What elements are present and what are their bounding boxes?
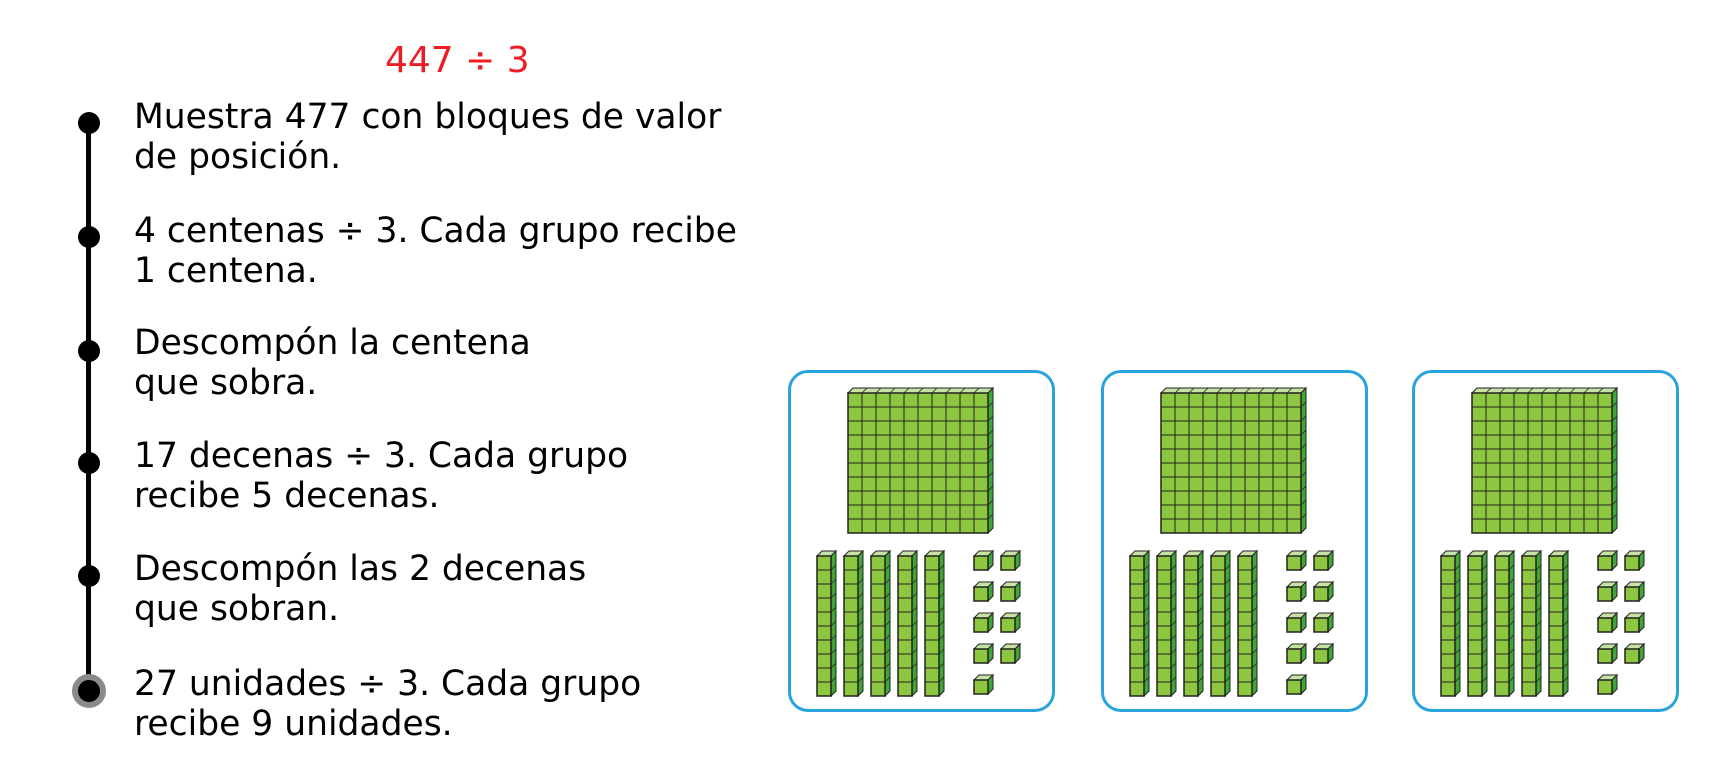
ten-rod <box>923 549 946 698</box>
timeline-line <box>86 123 91 691</box>
unit-cube <box>999 642 1022 665</box>
unit-cube <box>1623 642 1646 665</box>
timeline-step-2-dot[interactable] <box>78 226 100 248</box>
step-line: que sobran. <box>134 589 340 629</box>
step-line: recibe 9 unidades. <box>134 704 453 744</box>
unit-cube <box>972 580 995 603</box>
unit-cube <box>972 642 995 665</box>
ten-rod <box>1182 549 1205 698</box>
hundred-flat <box>1159 386 1308 535</box>
ten-rod <box>1493 549 1516 698</box>
group-1-box <box>788 370 1055 712</box>
unit-cube <box>1312 580 1335 603</box>
hundred-flat <box>1470 386 1619 535</box>
timeline-step-4-dot[interactable] <box>78 452 100 474</box>
step-line: que sobra. <box>134 363 318 403</box>
unit-cube <box>1312 611 1335 634</box>
ten-rod <box>1547 549 1570 698</box>
step-line: Descompón la centena <box>134 323 531 363</box>
unit-cube <box>1596 673 1619 696</box>
unit-cube <box>1623 611 1646 634</box>
ten-rod <box>1155 549 1178 698</box>
step-line: recibe 5 decenas. <box>134 476 440 516</box>
problem-title: 447 ÷ 3 <box>385 40 530 81</box>
unit-cube <box>999 549 1022 572</box>
unit-cube <box>1312 642 1335 665</box>
unit-cube <box>999 611 1022 634</box>
hundred-flat <box>846 386 995 535</box>
ten-rod <box>815 549 838 698</box>
unit-cube <box>1596 549 1619 572</box>
base-ten-blocks <box>815 386 1022 698</box>
ten-rod <box>869 549 892 698</box>
step-line: de posición. <box>134 137 342 177</box>
group-2-box <box>1101 370 1368 712</box>
base-ten-blocks <box>1128 386 1335 698</box>
unit-cube <box>1285 673 1308 696</box>
ten-rod <box>1209 549 1232 698</box>
group-3-box <box>1412 370 1679 712</box>
timeline-step-3-dot[interactable] <box>78 340 100 362</box>
base-ten-blocks <box>1439 386 1646 698</box>
timeline-step-6-dot-current[interactable] <box>72 674 106 708</box>
unit-cube <box>1285 549 1308 572</box>
step-line: 1 centena. <box>134 251 318 291</box>
unit-cube <box>1596 642 1619 665</box>
unit-cube <box>972 673 995 696</box>
timeline-step-5-dot[interactable] <box>78 565 100 587</box>
unit-cube <box>1623 580 1646 603</box>
step-line: 4 centenas ÷ 3. Cada grupo recibe <box>134 211 737 251</box>
unit-cube <box>1596 611 1619 634</box>
unit-cube <box>1312 549 1335 572</box>
unit-cube <box>1596 580 1619 603</box>
unit-cube <box>1623 549 1646 572</box>
step-line: 17 decenas ÷ 3. Cada grupo <box>134 436 629 476</box>
ten-rod <box>1466 549 1489 698</box>
step-line: 27 unidades ÷ 3. Cada grupo <box>134 664 642 704</box>
step-line: Descompón las 2 decenas <box>134 549 587 589</box>
ten-rod <box>842 549 865 698</box>
ten-rod <box>1128 549 1151 698</box>
ten-rod <box>1439 549 1462 698</box>
unit-cube <box>999 580 1022 603</box>
unit-cube <box>1285 642 1308 665</box>
timeline-step-1-dot[interactable] <box>78 112 100 134</box>
unit-cube <box>972 611 995 634</box>
ten-rod <box>896 549 919 698</box>
step-line: Muestra 477 con bloques de valor <box>134 97 722 137</box>
unit-cube <box>1285 580 1308 603</box>
ten-rod <box>1520 549 1543 698</box>
unit-cube <box>972 549 995 572</box>
ten-rod <box>1236 549 1259 698</box>
unit-cube <box>1285 611 1308 634</box>
